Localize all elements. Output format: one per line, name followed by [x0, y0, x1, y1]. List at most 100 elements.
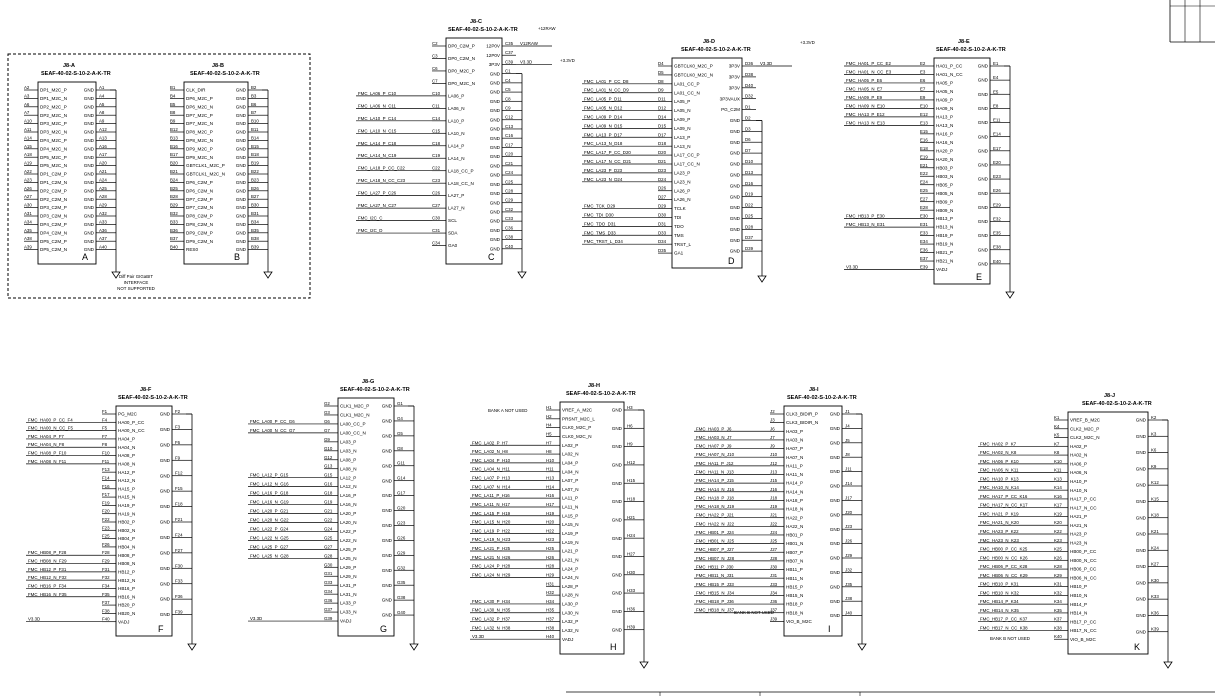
pin-number: D36	[745, 61, 754, 66]
pin-number: H5	[546, 431, 552, 436]
pin-number: B19	[251, 161, 259, 166]
pin-name: LA33_N	[340, 610, 357, 615]
pin-number: D13	[745, 170, 754, 175]
pin-name: LA17_CC_N	[674, 162, 700, 167]
pin-number: A13	[99, 135, 107, 140]
pin-number: F28	[102, 550, 110, 555]
pin-name: GND	[978, 205, 989, 210]
pin-name: LA20_N	[340, 520, 357, 525]
pin-name: GND	[612, 426, 623, 431]
connector-block-k: J8-JSEAF-40-02-S-10-2-A-K-TRKK1VREF_B_M2…	[978, 393, 1173, 669]
pin-number: E14	[993, 132, 1001, 137]
pin-name: GA1	[674, 251, 684, 256]
pin-name: HA22_P	[786, 515, 803, 520]
pin-number: C18	[432, 141, 441, 146]
pin-name: LA31_P	[340, 583, 356, 588]
pin-number: G13	[324, 464, 333, 469]
pin-number: A20	[99, 161, 107, 166]
pin-name: GND	[830, 556, 841, 561]
pin-name: LA27_P	[448, 193, 464, 198]
pin-number: G39	[324, 616, 333, 621]
net-label: FMC_LA27_P_C26	[358, 191, 397, 196]
pin-number: G26	[397, 535, 406, 540]
net-label: FMC_LA18_P_CC_C22	[358, 166, 405, 171]
net-label: FMC_HB16_N_F35	[28, 592, 67, 597]
pin-name: HB06_P_CC	[1070, 567, 1097, 572]
pin-name: LA01_CC_P	[674, 81, 700, 86]
pin-name: GND	[382, 463, 393, 468]
pin-name: DP1_C2M_P	[40, 172, 67, 177]
connector-ref: J8-B	[212, 63, 224, 69]
pin-name: VIO_B_M2C	[786, 619, 812, 624]
pin-number: K17	[1054, 503, 1062, 508]
pin-number: J10	[770, 452, 778, 457]
net-label: FMC_HA21_P_K19	[980, 511, 1019, 516]
connector-part-number: SEAF-40-02-S-10-2-A-K-TR	[566, 391, 636, 397]
pin-number: B1	[170, 85, 176, 90]
pin-name: DP0_C2M_P	[448, 44, 475, 49]
pin-number: F19	[102, 500, 110, 505]
pin-number: E40	[993, 259, 1001, 264]
pin-number: K22	[1054, 529, 1062, 534]
net-label: V12RAW	[520, 41, 539, 46]
pin-name: LA18_CC_P	[448, 168, 474, 173]
pin-number: B15	[251, 144, 259, 149]
net-label: FMC_LA21_N_H26	[472, 555, 511, 560]
net-label: FMC_LA14_N_C19	[358, 153, 397, 158]
pin-name: GND	[236, 247, 247, 252]
pin-name: DP8_M2C_N	[186, 138, 213, 143]
pin-number: D22	[745, 203, 754, 208]
pin-name: HA20_P	[936, 148, 953, 153]
pin-name: HA14_N	[786, 489, 803, 494]
pin-number: A15	[24, 144, 32, 149]
pin-number: G23	[397, 520, 406, 525]
pin-number: B31	[251, 211, 259, 216]
pin-number: E39	[920, 265, 928, 270]
pin-number: F4	[102, 417, 108, 422]
pin-number: B12	[170, 127, 178, 132]
pin-number: B6	[251, 102, 257, 107]
pin-name: GND	[236, 180, 247, 185]
pin-number: G28	[324, 553, 333, 558]
pin-number: A6	[24, 102, 30, 107]
pin-name: GND	[84, 197, 95, 202]
pin-name: HA15_P	[118, 486, 135, 491]
pin-number: J24	[770, 530, 778, 535]
pin-name: PRSNT_M2C_L	[562, 416, 595, 421]
pin-number: E35	[993, 231, 1001, 236]
connector-ref: J8-J	[1104, 393, 1115, 399]
net-label: FMC_HA11_N_J13	[696, 469, 734, 474]
pin-name: HB06_N_CC	[1070, 575, 1097, 580]
pin-name: GND	[84, 172, 95, 177]
connector-block-a: J8-ASEAF-40-02-S-10-2-A-K-TRAA2DP1_M2C_P…	[24, 63, 121, 279]
pin-name: GND	[382, 508, 393, 513]
pin-number: H8	[546, 449, 552, 454]
pin-number: F18	[175, 502, 183, 507]
net-label: V3.3D	[520, 59, 532, 64]
pin-name: GND	[236, 239, 247, 244]
net-label: FMC_LA22_P_G24	[250, 526, 289, 531]
pin-name: HB01_N	[786, 541, 803, 546]
pin-name: GND	[490, 145, 501, 150]
pin-number: D29	[658, 204, 667, 209]
pin-name: GND	[236, 205, 247, 210]
pin-number: H37	[546, 617, 555, 622]
pin-number: K16	[1054, 494, 1062, 499]
pin-number: B38	[251, 236, 259, 241]
pin-name: LA00_CC_P	[340, 422, 366, 427]
pin-number: G8	[397, 446, 403, 451]
pin-name: LA09_N	[674, 126, 691, 131]
pin-name: GND	[490, 99, 501, 104]
pin-number: C30	[432, 216, 441, 221]
net-label: FMC_HB00_N_CC_K26	[980, 555, 1028, 560]
pin-name: LA13_P	[674, 135, 690, 140]
pin-number: G30	[324, 562, 333, 567]
pin-number: E24	[920, 180, 928, 185]
pin-name: HB00_N_CC	[1070, 558, 1097, 563]
net-label: FMC_HA01_P_CC_E2	[846, 61, 891, 66]
pin-number: G14	[397, 476, 406, 481]
pin-number: F40	[102, 617, 110, 622]
pin-number: D20	[658, 150, 667, 155]
pin-number: K25	[1054, 547, 1062, 552]
pin-name: GND	[978, 148, 989, 153]
